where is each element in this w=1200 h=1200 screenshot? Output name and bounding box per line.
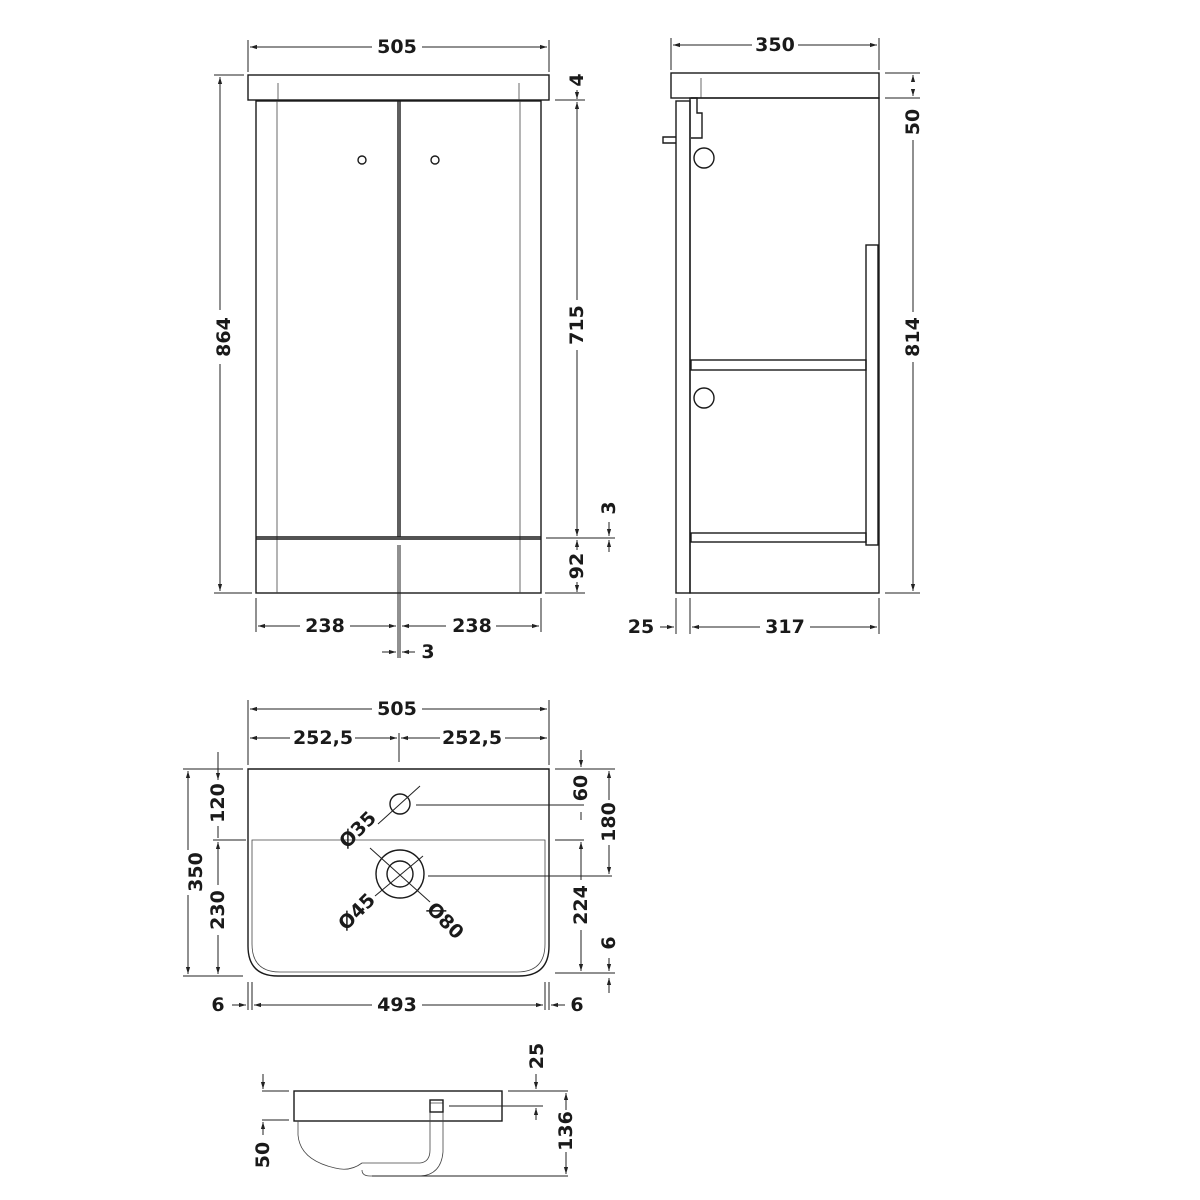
door-knob-left	[357, 155, 367, 165]
dim-rim-height: 50	[252, 1142, 274, 1168]
dim-side-body-height: 814	[902, 317, 924, 357]
dim-bowl-depth: 230	[207, 890, 229, 930]
dim-bowl-width: 493	[377, 994, 417, 1016]
dim-total-height: 136	[555, 1111, 577, 1151]
dim-waste-to-front: 224	[570, 885, 592, 925]
side-back-panel	[865, 244, 879, 546]
side-service-hole-top	[693, 147, 715, 169]
door-knob-right	[430, 155, 440, 165]
label-tap-hole-dia: Ø35	[335, 807, 381, 853]
dim-front-height: 864	[213, 317, 235, 357]
side-bracket	[691, 97, 703, 139]
side-service-hole-bottom	[693, 387, 715, 409]
dim-overflow-offset: 25	[526, 1043, 548, 1069]
label-waste-inner-dia: Ø45	[334, 889, 380, 935]
cabinet-side-view: 350 50 814 25 317	[628, 34, 924, 638]
dim-door-height: 715	[566, 305, 588, 345]
waste-outer	[375, 849, 425, 899]
side-countertop	[670, 72, 880, 99]
dim-tap-offset: 60	[570, 775, 592, 801]
dim-side-door-thickness: 25	[628, 616, 654, 638]
basin-plan-view: 505 252,5 252,5 350 120 230 60 180 224 6…	[183, 698, 620, 1016]
dim-door-gap: 3	[421, 641, 434, 663]
dim-basin-width: 505	[377, 698, 417, 720]
basin-outline	[247, 768, 550, 977]
dim-door-left-width: 238	[305, 615, 345, 637]
basin-side-view: 50 25 136	[252, 1043, 577, 1177]
dim-plinth-gap: 3	[598, 501, 620, 514]
countertop-basin	[247, 74, 550, 101]
dim-top-thickness: 4	[566, 73, 588, 86]
cabinet-front-view: 505 864 4 715 92 3 238 238 3	[213, 36, 620, 663]
dim-front-edge: 6	[598, 936, 620, 949]
side-door-panel	[675, 100, 691, 594]
side-base-shelf	[690, 532, 867, 543]
dim-left-edge: 6	[211, 994, 224, 1016]
dim-side-body-depth: 317	[765, 616, 805, 638]
dim-right-edge: 6	[570, 994, 583, 1016]
dim-side-top-height: 50	[902, 109, 924, 135]
tap-hole	[389, 793, 411, 815]
dim-basin-half-left: 252,5	[293, 727, 353, 749]
dim-basin-half-right: 252,5	[442, 727, 502, 749]
label-waste-outer-dia: Ø80	[422, 898, 468, 944]
dim-basin-depth: 350	[185, 852, 207, 892]
dim-rear-ledge: 120	[207, 783, 229, 823]
basin-overflow	[429, 1099, 444, 1113]
waste-inner	[386, 860, 414, 888]
side-shelf	[690, 359, 867, 371]
dim-side-depth: 350	[755, 34, 795, 56]
dim-plinth-height: 92	[566, 553, 588, 579]
dim-door-right-width: 238	[452, 615, 492, 637]
dim-front-width: 505	[377, 36, 417, 58]
basin-bowl	[251, 839, 546, 973]
side-body	[689, 97, 880, 594]
dim-waste-offset: 180	[598, 802, 620, 842]
